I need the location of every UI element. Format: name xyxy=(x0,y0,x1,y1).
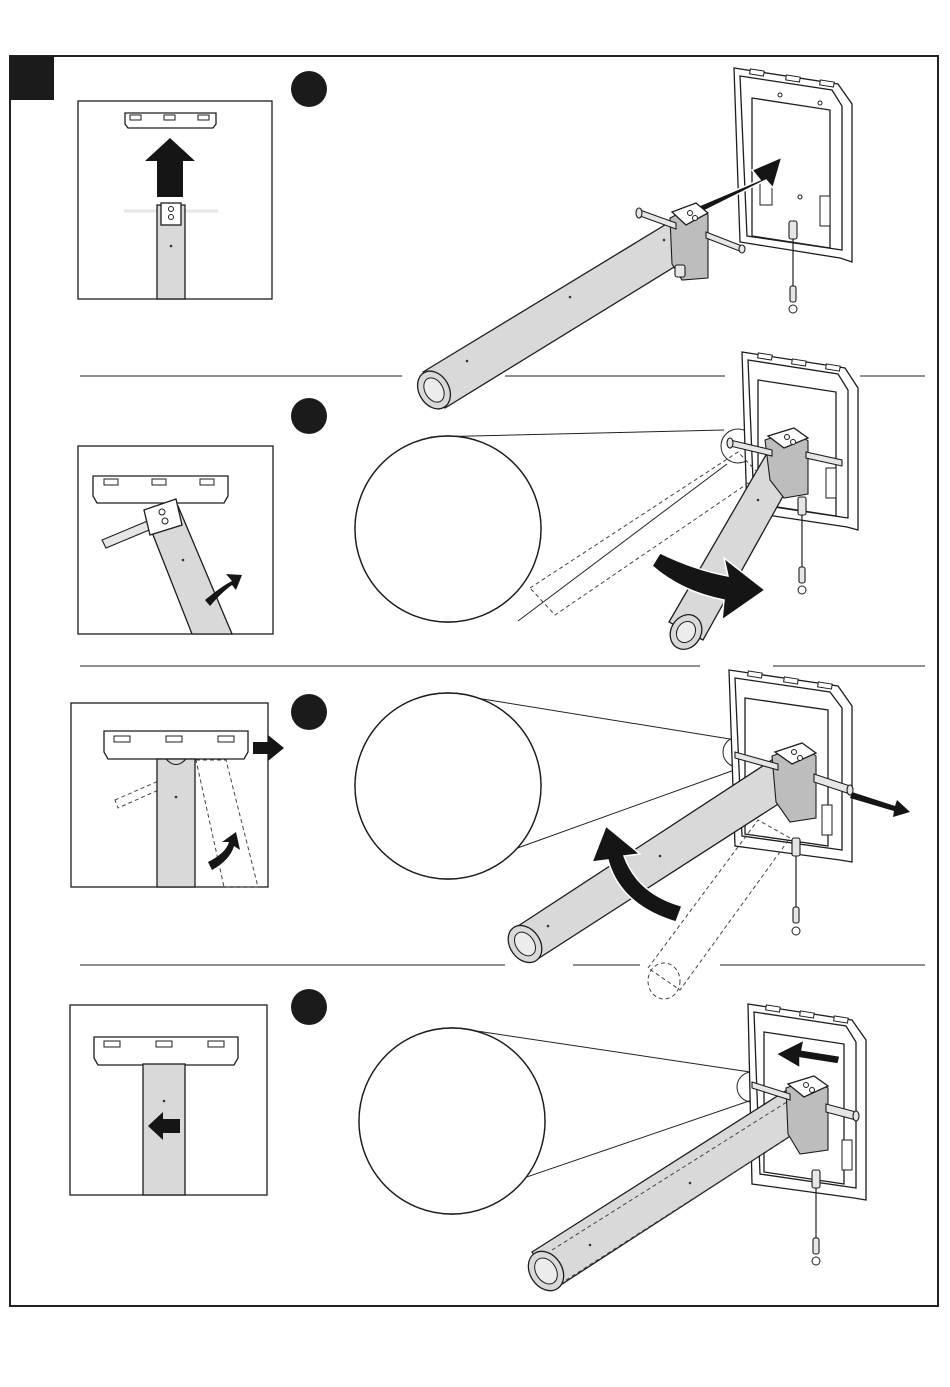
step-2-badge xyxy=(291,398,327,434)
step-3-inset xyxy=(71,703,284,887)
step-2-magnifier xyxy=(355,430,660,625)
pull-out-arrow-icon xyxy=(850,792,910,817)
step-1 xyxy=(78,68,852,415)
wall-bracket-1 xyxy=(734,68,852,313)
tube-step-1 xyxy=(411,203,745,415)
step-3 xyxy=(71,670,910,999)
step-1-inset xyxy=(78,101,272,299)
step-2-inset xyxy=(78,446,273,634)
step-4-magnifier xyxy=(359,1025,550,1220)
section-marker-block xyxy=(10,56,54,100)
step-4-badge xyxy=(291,989,327,1025)
step-3-magnifier xyxy=(355,690,545,880)
step-4-inset xyxy=(70,1005,267,1195)
tube-step-3 xyxy=(501,743,853,969)
step-4 xyxy=(70,989,866,1297)
step-3-badge xyxy=(291,694,327,730)
step-2 xyxy=(78,352,858,655)
step-1-badge xyxy=(291,71,327,107)
